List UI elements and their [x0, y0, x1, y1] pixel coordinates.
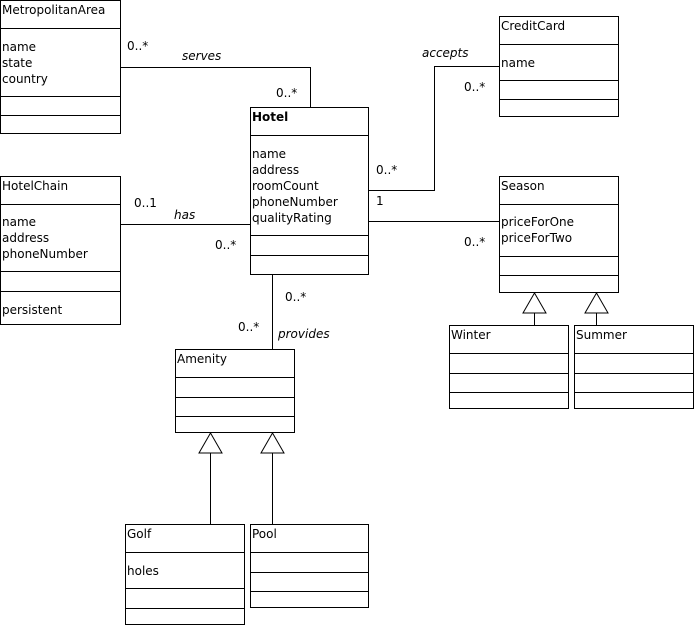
attribute: phoneNumber [2, 247, 88, 261]
attribute: phoneNumber [252, 195, 338, 209]
attribute: priceForTwo [501, 231, 573, 245]
compartment-divider [500, 99, 618, 100]
attribute: holes [127, 564, 159, 578]
compartment-divider [1, 115, 120, 116]
compartment-divider [575, 392, 693, 393]
compartment-divider [500, 204, 618, 205]
accepts-association-line [369, 66, 500, 191]
multiplicity-serves-hotel: 0..* [276, 86, 298, 100]
winter-generalization-arrow [522, 291, 547, 314]
compartment-divider [450, 392, 568, 393]
attribute: name [2, 40, 37, 54]
class-name: Summer [576, 328, 627, 342]
attribute: country [2, 72, 48, 86]
compartment-divider [1, 271, 120, 272]
compartment-divider [1, 204, 120, 205]
compartment-divider [251, 235, 368, 236]
class-name: CreditCard [501, 19, 566, 33]
attribute: address [252, 163, 300, 177]
multiplicity-accepts-hotel: 0..* [376, 163, 398, 177]
class-pool[interactable]: Pool [250, 524, 369, 608]
compartment-divider [500, 44, 618, 45]
association-label-provides: provides [278, 327, 330, 341]
compartment-divider [1, 28, 120, 29]
class-name: Winter [451, 328, 491, 342]
compartment-divider [126, 608, 244, 609]
compartment-divider [1, 96, 120, 97]
class-name: Golf [127, 527, 152, 541]
class-winter[interactable]: Winter [449, 325, 569, 409]
association-label-serves: serves [182, 49, 222, 63]
attribute: name [501, 56, 536, 70]
compartment-divider [575, 373, 693, 374]
multiplicity-provides-amenity: 0..* [238, 320, 260, 334]
attribute: roomCount [252, 179, 319, 193]
compartment-divider [500, 275, 618, 276]
attribute: name [2, 215, 37, 229]
attribute: address [2, 231, 50, 245]
attribute: state [2, 56, 33, 70]
compartment-divider [251, 255, 368, 256]
summer-generalization-arrow [584, 291, 609, 314]
association-label-has: has [174, 208, 196, 222]
class-golf[interactable]: Golf holes [125, 524, 245, 625]
compartment-divider [450, 373, 568, 374]
class-summer[interactable]: Summer [574, 325, 694, 409]
serves-association-line [120, 67, 311, 107]
golf-generalization-arrow [198, 431, 223, 454]
compartment-divider [251, 552, 368, 553]
class-name: Hotel [252, 110, 289, 124]
compartment-divider [126, 552, 244, 553]
compartment-divider [251, 572, 368, 573]
class-hotel[interactable]: Hotel name address roomCount phoneNumber… [250, 107, 369, 275]
multiplicity-has-chain: 0..1 [134, 196, 157, 210]
operation: persistent [2, 303, 63, 317]
class-amenity[interactable]: Amenity [175, 349, 295, 433]
attribute: qualityRating [252, 211, 332, 225]
multiplicity-serves-metro: 0..* [127, 39, 149, 53]
pool-generalization-arrow [260, 431, 285, 454]
class-metropolitan-area[interactable]: MetropolitanArea name state country [0, 0, 121, 134]
association-label-accepts: accepts [422, 46, 469, 60]
compartment-divider [251, 135, 368, 136]
attribute: priceForOne [501, 215, 575, 229]
compartment-divider [575, 353, 693, 354]
compartment-divider [176, 416, 294, 417]
class-credit-card[interactable]: CreditCard name [499, 16, 619, 117]
multiplicity-season-season: 0..* [464, 235, 486, 249]
class-hotel-chain[interactable]: HotelChain name address phoneNumber pers… [0, 176, 121, 325]
compartment-divider [500, 80, 618, 81]
class-name: Season [501, 179, 545, 193]
multiplicity-provides-hotel: 0..* [285, 290, 307, 304]
class-name: Pool [252, 527, 277, 541]
compartment-divider [450, 353, 568, 354]
class-name: MetropolitanArea [2, 3, 106, 17]
compartment-divider [251, 591, 368, 592]
multiplicity-accepts-card: 0..* [464, 80, 486, 94]
class-name: Amenity [177, 352, 228, 366]
multiplicity-season-hotel: 1 [376, 194, 384, 208]
compartment-divider [176, 397, 294, 398]
attribute: name [252, 147, 287, 161]
compartment-divider [126, 588, 244, 589]
class-name: HotelChain [2, 179, 69, 193]
compartment-divider [1, 291, 120, 292]
class-season[interactable]: Season priceForOne priceForTwo [499, 176, 619, 293]
compartment-divider [500, 256, 618, 257]
multiplicity-has-hotel: 0..* [215, 238, 237, 252]
compartment-divider [176, 377, 294, 378]
